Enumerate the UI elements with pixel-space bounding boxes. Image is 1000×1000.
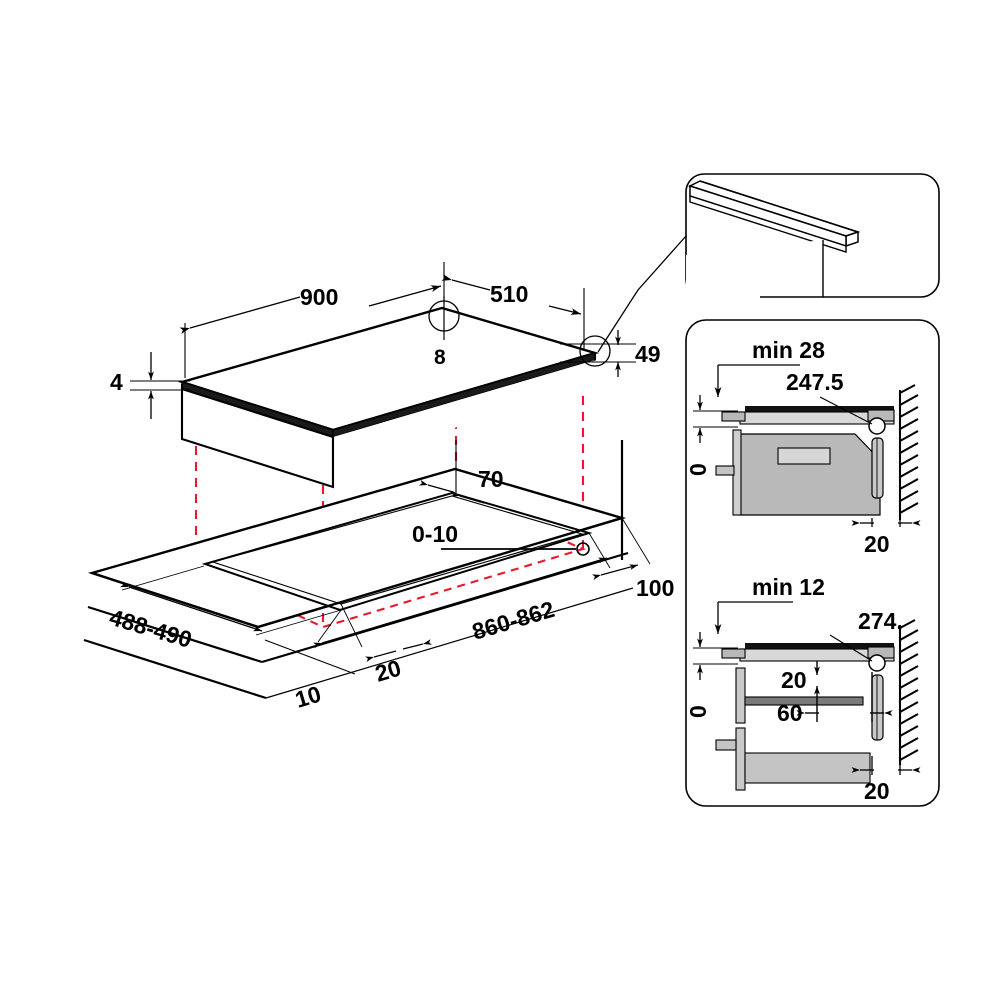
wall-hatching-lower [898, 619, 919, 765]
cabinet-tab-lower [715, 739, 737, 751]
wall-bracket-lower [871, 674, 884, 741]
callout-circle-49 [560, 330, 636, 377]
dimension-label-0-10: 0-10 [412, 521, 458, 547]
dimension-0-10 [441, 542, 590, 556]
label-min-12: min 12 [752, 574, 825, 600]
worktop-top-lower [745, 643, 894, 649]
hob-plate [177, 306, 600, 489]
callout-circle-8 [428, 296, 460, 340]
callout-circle-lower [868, 654, 886, 672]
worktop-lip-left-lower [721, 648, 746, 659]
oven-panel-upper [777, 447, 831, 465]
dimension-20-upper [851, 518, 921, 527]
dimension-100 [592, 517, 651, 581]
label-0-lower: 0 [685, 705, 711, 718]
dimension-900 [179, 262, 445, 378]
cutout-hidden-outline [192, 492, 587, 629]
dimension-label-70: 70 [478, 466, 504, 492]
section-min-28: min 28 247.5 [685, 337, 921, 557]
section-min-12: min 12 274. [685, 574, 921, 804]
dimension-label-49: 49 [635, 341, 661, 367]
panel-sections: min 28 247.5 [685, 319, 940, 807]
callout-circle-upper [868, 417, 886, 435]
shelf-upper-lower [744, 696, 864, 706]
dimension-0-upper [693, 395, 738, 443]
main-isometric-view: 900 510 8 49 4 [83, 235, 687, 713]
dimension-4 [130, 352, 190, 419]
dimension-60 [796, 672, 893, 722]
dimension-510 [441, 274, 585, 349]
dimension-70 [419, 440, 485, 504]
dimension-label-4: 4 [110, 369, 123, 395]
dimension-20-main [340, 603, 432, 663]
label-60: 60 [777, 700, 803, 726]
label-20-lower: 20 [864, 778, 890, 804]
leader-247-5 [819, 396, 873, 425]
dimension-label-510: 510 [490, 281, 528, 307]
label-247-5: 247.5 [786, 369, 844, 395]
dimension-0-lower [693, 632, 738, 680]
wall-hatching-upper [898, 384, 919, 520]
dimension-10-main [264, 639, 356, 675]
label-20-shelf: 20 [781, 667, 807, 693]
wall-bracket-upper [871, 437, 884, 499]
cabinet-side-upper-lower [735, 667, 746, 724]
label-20-upper: 20 [864, 531, 890, 557]
label-min-28: min 28 [752, 337, 825, 363]
shelf-bottom-lower [744, 752, 871, 784]
label-274: 274. [858, 608, 903, 634]
cabinet-side-lower-lower [735, 727, 746, 791]
dimension-20-lower [851, 750, 921, 775]
oven-tab-upper [715, 465, 735, 476]
dimension-label-100: 100 [636, 575, 674, 601]
worktop-lip-left-upper [721, 411, 746, 422]
detail-leader-line [597, 235, 687, 353]
dimension-860-862 [313, 532, 611, 649]
dimension-label-8: 8 [434, 346, 446, 369]
panel-corner-detail [685, 173, 940, 300]
oven-body-upper [739, 433, 881, 516]
leader-274 [829, 634, 873, 662]
label-0-upper: 0 [685, 463, 711, 476]
dimension-label-900: 900 [300, 284, 338, 310]
worktop-top-upper [745, 406, 894, 412]
